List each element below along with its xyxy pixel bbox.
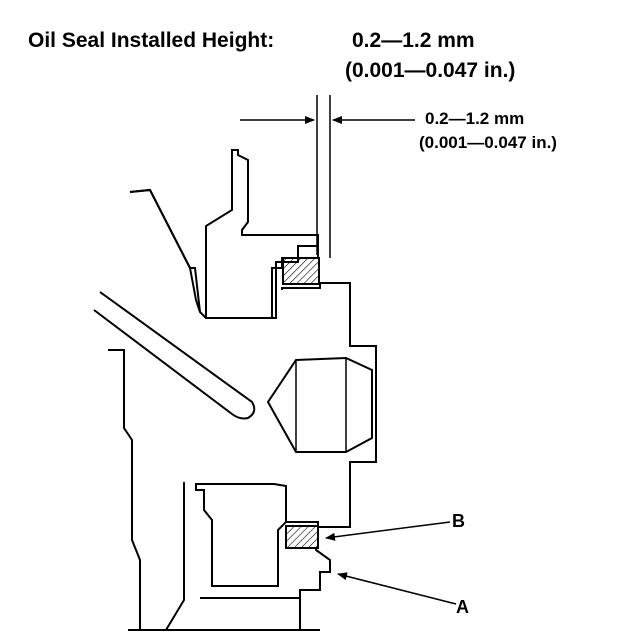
leader-line-a xyxy=(337,572,457,605)
label-b: B xyxy=(452,511,465,531)
left-body-outline xyxy=(108,349,141,630)
housing-outer-edge xyxy=(129,188,201,313)
oil-passage xyxy=(93,291,256,420)
oil-seal-lower xyxy=(285,525,319,549)
spec-value-metric: 0.2—1.2 mm xyxy=(352,29,475,52)
lower-housing-base xyxy=(200,548,331,599)
lower-housing xyxy=(195,483,287,587)
upper-housing-outline xyxy=(129,149,319,319)
leader-line-b xyxy=(325,521,451,541)
dimension-callout-metric: 0.2—1.2 mm xyxy=(425,109,525,128)
dimension-callout-imperial: (0.001—0.047 in.) xyxy=(419,133,557,152)
spec-value-imperial: (0.001—0.047 in.) xyxy=(345,59,516,82)
oil-seal-upper xyxy=(282,257,320,285)
shaft-plug xyxy=(266,356,373,453)
upper-housing-inner xyxy=(205,226,318,319)
lower-housing-edge xyxy=(165,482,185,631)
label-a: A xyxy=(456,597,469,617)
page-title: Oil Seal Installed Height: xyxy=(28,29,275,52)
